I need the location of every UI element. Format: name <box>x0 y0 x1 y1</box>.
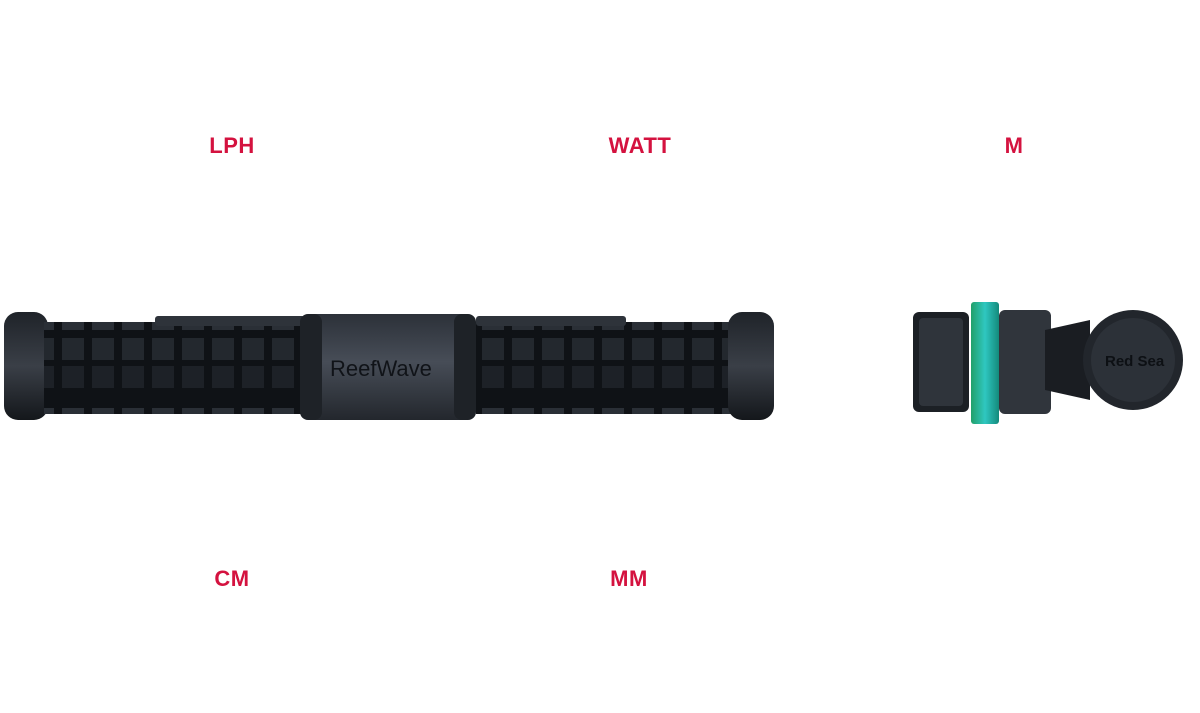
reefwave-logo: ReefWave <box>330 356 432 381</box>
flow-unit-label: LPH <box>209 133 255 158</box>
magnetic-mount-image: Red Sea <box>913 302 1183 424</box>
red-sea-logo: Red Sea <box>1105 353 1165 370</box>
cable-unit-label: M <box>1004 133 1024 158</box>
length-unit-label: CM <box>214 566 250 591</box>
wave-pump-image: ReefWave <box>4 312 774 420</box>
power-unit-label: WATT <box>608 133 672 158</box>
glass-thickness-unit-label: MM <box>610 566 648 591</box>
